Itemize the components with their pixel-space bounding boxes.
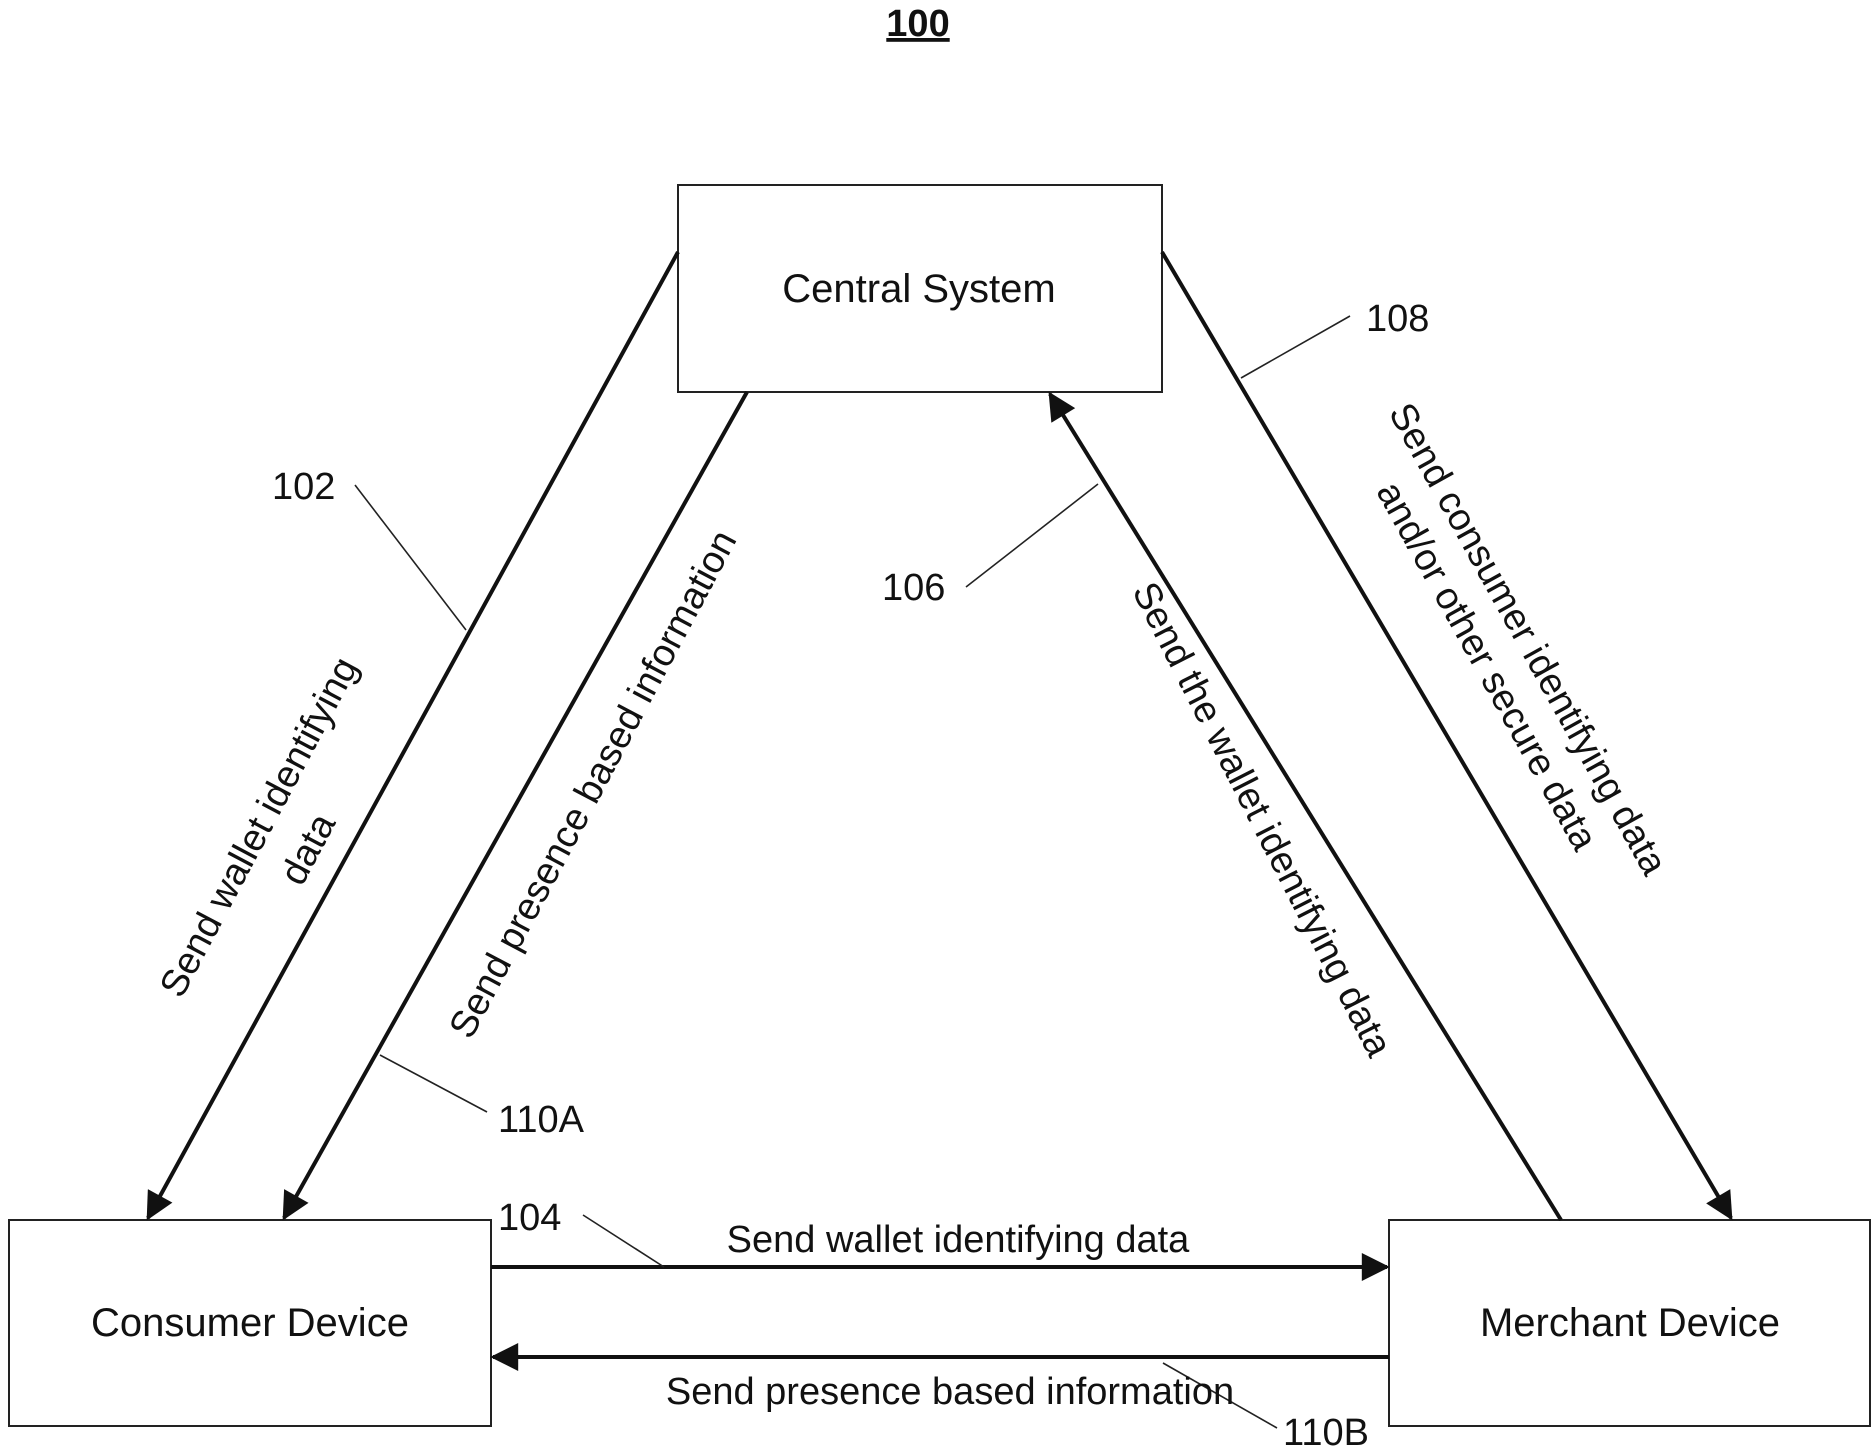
arrow-102 [146, 251, 680, 1221]
ref-108: 108 [1366, 298, 1429, 340]
msg-108-line1: Send consumer identifying data [1380, 396, 1675, 883]
msg-106: Send the wallet identifying data [1124, 576, 1401, 1065]
ref-110a: 110A [498, 1099, 585, 1141]
leader-106 [965, 483, 1099, 588]
merchant-device-label: Merchant Device [1480, 1301, 1780, 1345]
figure-number: 100 [886, 3, 949, 45]
arrow-108 [1160, 250, 1733, 1221]
leader-110b [1162, 1362, 1278, 1429]
arrow-106 [1048, 391, 1563, 1222]
msg-110b: Send presence based information [666, 1371, 1234, 1413]
consumer-device-label: Consumer Device [91, 1301, 409, 1345]
merchant-device-node: Merchant Device [1388, 1219, 1871, 1427]
consumer-device-node: Consumer Device [8, 1219, 492, 1427]
leader-102 [354, 484, 467, 631]
leader-104 [582, 1214, 665, 1268]
ref-106: 106 [882, 567, 945, 609]
central-system-node: Central System [677, 184, 1163, 393]
central-system-label: Central System [782, 267, 1055, 311]
leader-110a [379, 1054, 488, 1113]
ref-102: 102 [272, 466, 335, 508]
leader-108 [1240, 315, 1351, 379]
ref-104: 104 [498, 1197, 561, 1239]
ref-110b: 110B [1283, 1412, 1369, 1447]
msg-104: Send wallet identifying data [727, 1219, 1191, 1261]
arrow-110a [282, 391, 749, 1221]
